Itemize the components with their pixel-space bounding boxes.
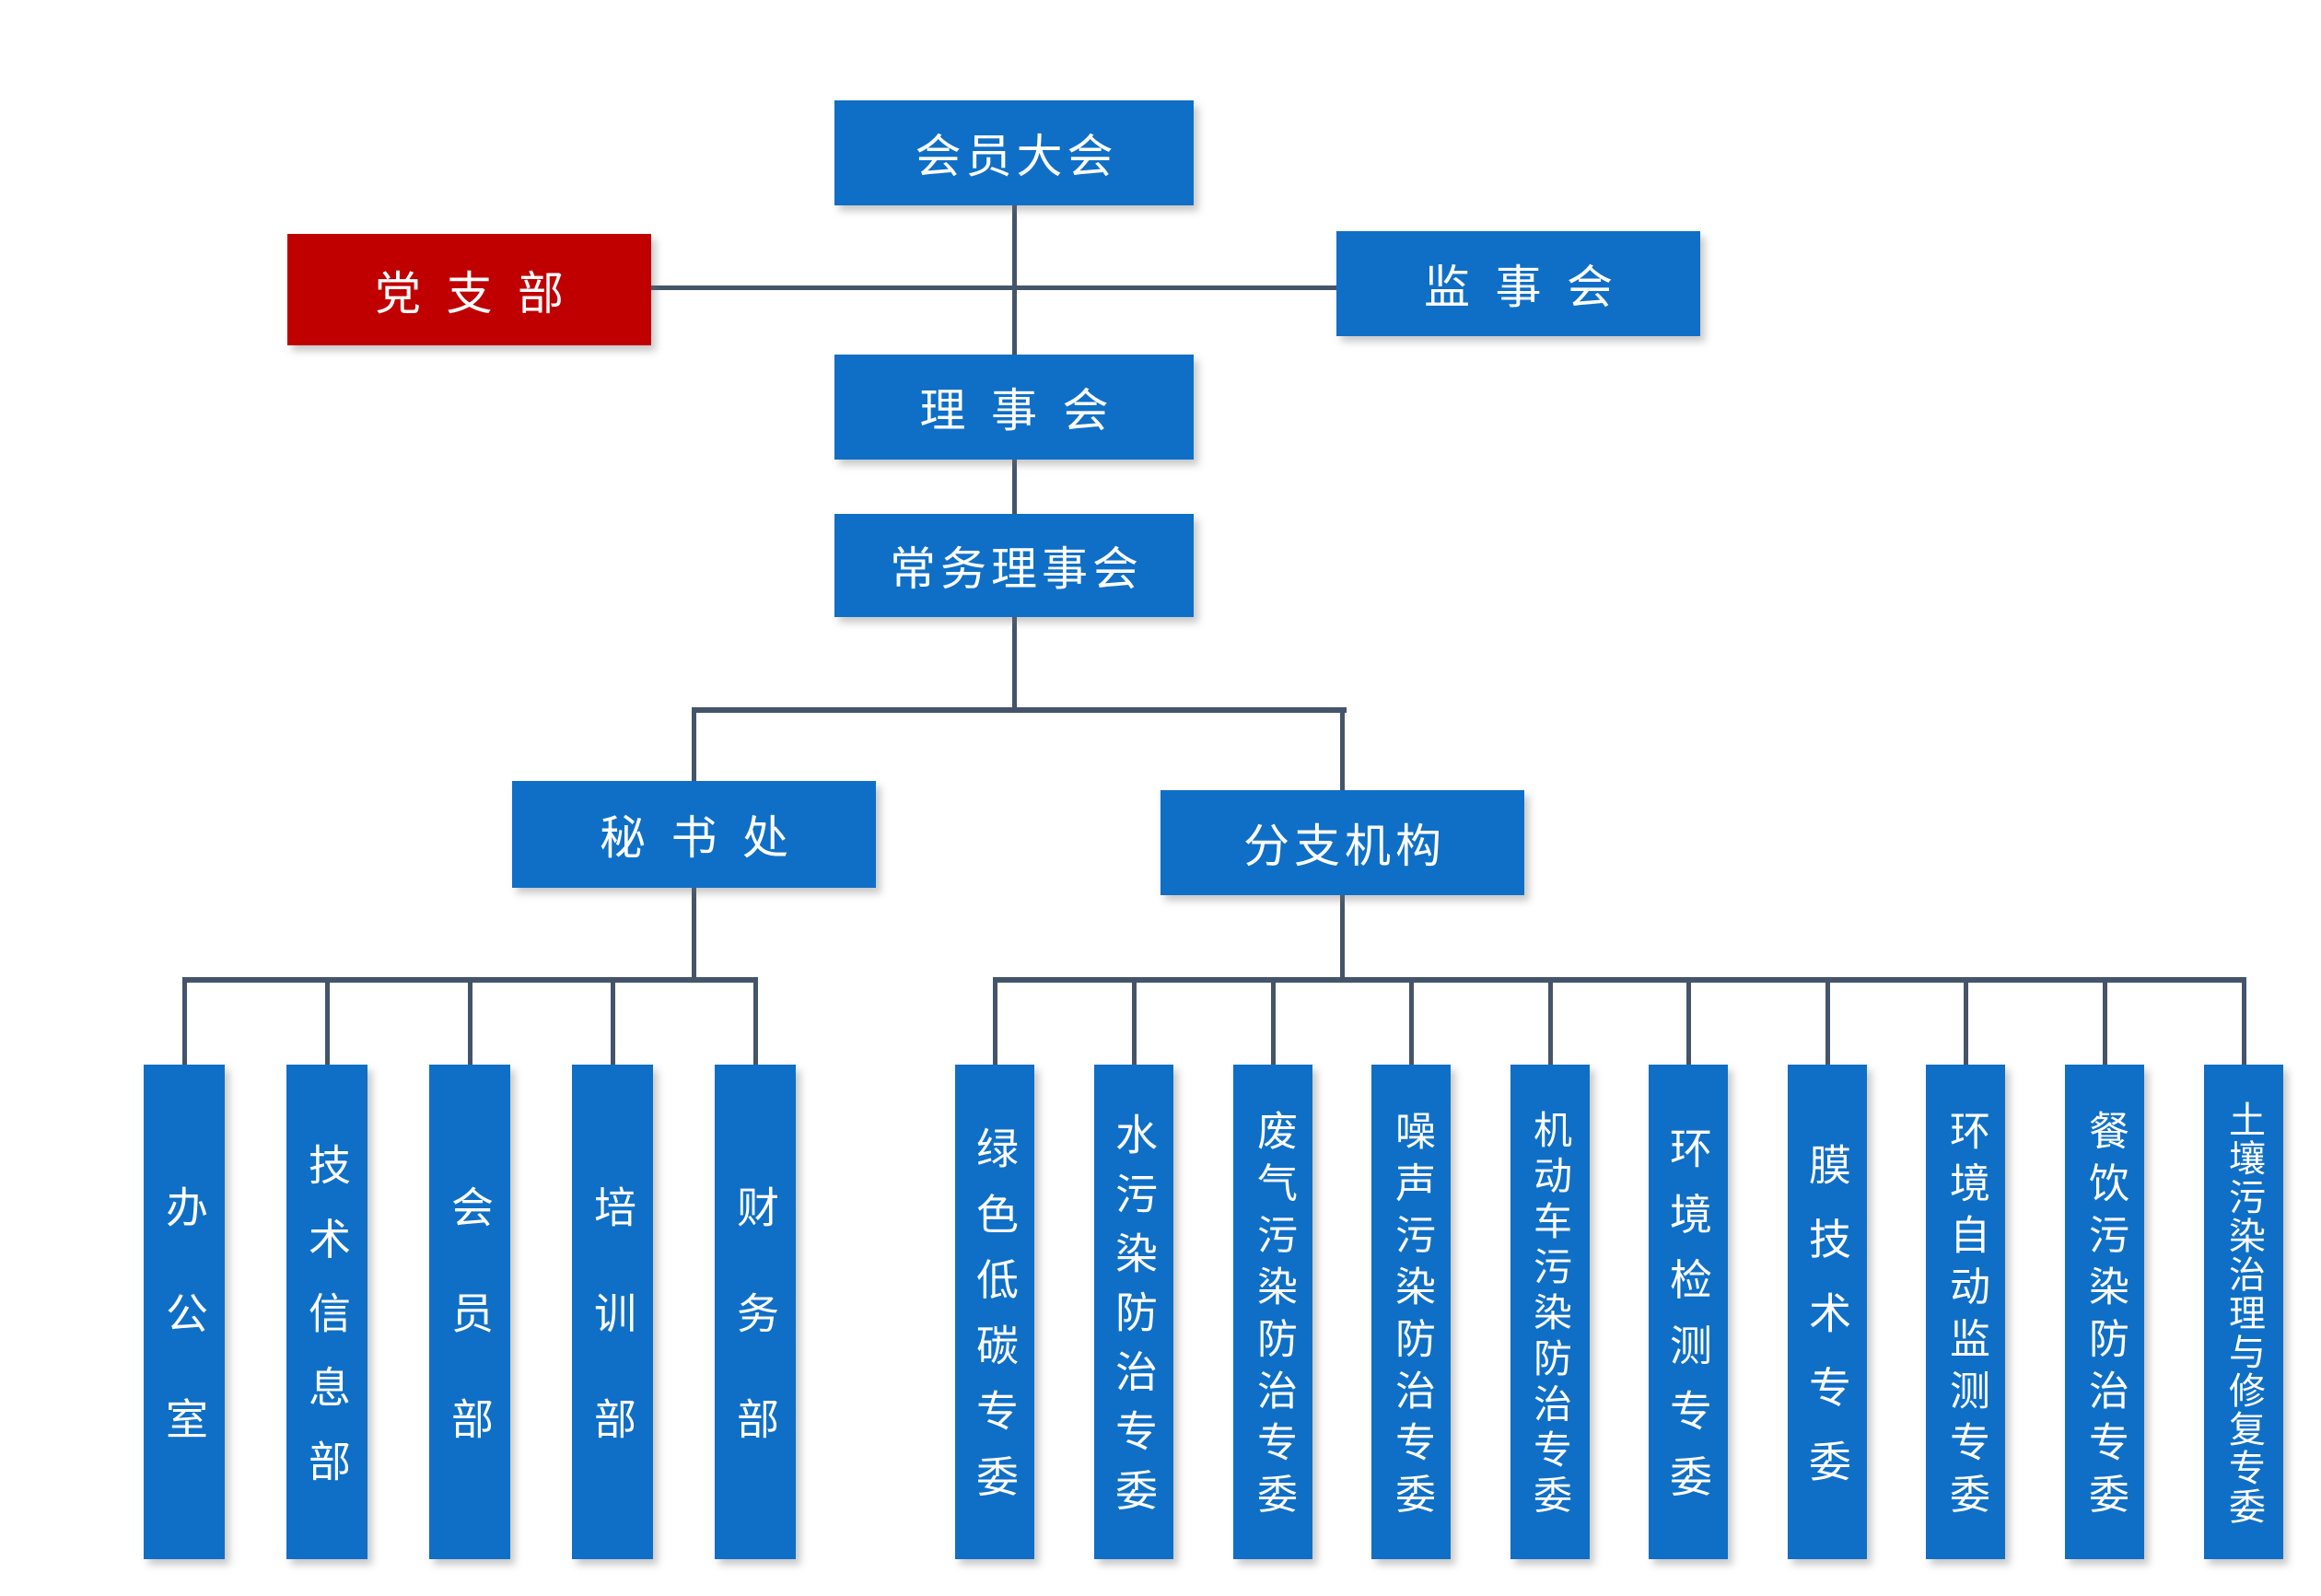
connector-line xyxy=(611,977,615,1065)
branches-node: 分支机构 xyxy=(1160,790,1524,895)
party-branch-label: 党支部 xyxy=(375,267,589,320)
department-node-finance: 财务部 xyxy=(715,1065,796,1559)
connector-line xyxy=(1964,977,1968,1065)
connector-line xyxy=(1012,460,1017,516)
department-label: 培训部 xyxy=(589,1184,636,1503)
committee-node-env-inspection: 环境检测专委 xyxy=(1649,1065,1728,1559)
connector-line xyxy=(753,977,758,1065)
committee-node-membrane-tech: 膜技术专委 xyxy=(1788,1065,1867,1559)
committee-label: 环境自动监测专委 xyxy=(1943,1110,1989,1525)
department-label: 办公室 xyxy=(160,1184,208,1503)
council-label: 理事会 xyxy=(919,385,1134,437)
committee-node-auto-monitoring: 环境自动监测专委 xyxy=(1926,1065,2005,1559)
standing-council-node: 常务理事会 xyxy=(834,514,1194,617)
committee-node-catering-pollution: 餐饮污染防治专委 xyxy=(2065,1065,2144,1559)
committee-node-water-pollution: 水污染防治专委 xyxy=(1094,1065,1173,1559)
department-node-tech-info: 技术信息部 xyxy=(286,1065,367,1559)
connector-line xyxy=(1271,977,1276,1065)
connector-line xyxy=(692,707,696,783)
committee-node-green-low-carbon: 绿色低碳专委 xyxy=(955,1065,1034,1559)
supervisory-board-node: 监事会 xyxy=(1336,231,1700,336)
members-congress-node: 会员大会 xyxy=(834,100,1194,205)
committee-node-soil-remediation: 土壤污染治理与修复专委 xyxy=(2204,1065,2283,1559)
committee-label: 餐饮污染防治专委 xyxy=(2082,1110,2128,1525)
connector-line xyxy=(2103,977,2107,1065)
department-label: 财务部 xyxy=(731,1184,779,1503)
secretariat-node: 秘书处 xyxy=(512,781,876,888)
connector-line xyxy=(182,977,187,1065)
branches-label: 分支机构 xyxy=(1243,821,1446,872)
department-node-membership: 会员部 xyxy=(429,1065,510,1559)
connector-line xyxy=(468,977,472,1065)
connector-line xyxy=(1825,977,1830,1065)
committee-node-waste-gas: 废气污染防治专委 xyxy=(1233,1065,1312,1559)
department-node-office: 办公室 xyxy=(144,1065,225,1559)
connector-line xyxy=(1132,977,1137,1065)
committee-node-noise-pollution: 噪声污染防治专委 xyxy=(1371,1065,1451,1559)
department-label: 会员部 xyxy=(446,1184,494,1503)
department-label: 技术信息部 xyxy=(303,1142,351,1514)
party-branch-node: 党支部 xyxy=(287,234,651,345)
secretariat-label: 秘书处 xyxy=(600,812,814,864)
connector-line xyxy=(692,888,696,979)
committee-label: 噪声污染防治专委 xyxy=(1389,1110,1434,1525)
committee-label: 土壤污染治理与修复专委 xyxy=(2223,1100,2264,1526)
connector-line xyxy=(1012,617,1017,709)
connector-line xyxy=(1686,977,1691,1065)
council-node: 理事会 xyxy=(834,355,1194,460)
connector-line xyxy=(325,977,330,1065)
connector-line xyxy=(1340,895,1345,979)
committee-label: 环境检测专委 xyxy=(1664,1126,1712,1521)
department-node-training: 培训部 xyxy=(572,1065,653,1559)
committee-label: 废气污染防治专委 xyxy=(1251,1110,1296,1525)
connector-line xyxy=(993,977,2245,983)
committee-node-motor-vehicle: 机动车污染防治专委 xyxy=(1510,1065,1590,1559)
committee-label: 膜技术专委 xyxy=(1803,1142,1851,1514)
connector-line xyxy=(1409,977,1414,1065)
connector-line xyxy=(651,285,1336,290)
connector-line xyxy=(2242,977,2246,1065)
standing-council-label: 常务理事会 xyxy=(890,543,1143,595)
connector-line xyxy=(1340,707,1345,792)
committee-label: 机动车污染防治专委 xyxy=(1528,1110,1572,1521)
connector-line xyxy=(1012,205,1017,356)
committee-label: 绿色低碳专委 xyxy=(971,1126,1019,1521)
connector-line xyxy=(993,977,997,1065)
supervisory-board-label: 监事会 xyxy=(1424,262,1639,313)
members-congress-label: 会员大会 xyxy=(915,131,1118,182)
connector-line xyxy=(1548,977,1553,1065)
committee-label: 水污染防治专委 xyxy=(1110,1113,1158,1529)
connector-line xyxy=(692,707,1347,713)
